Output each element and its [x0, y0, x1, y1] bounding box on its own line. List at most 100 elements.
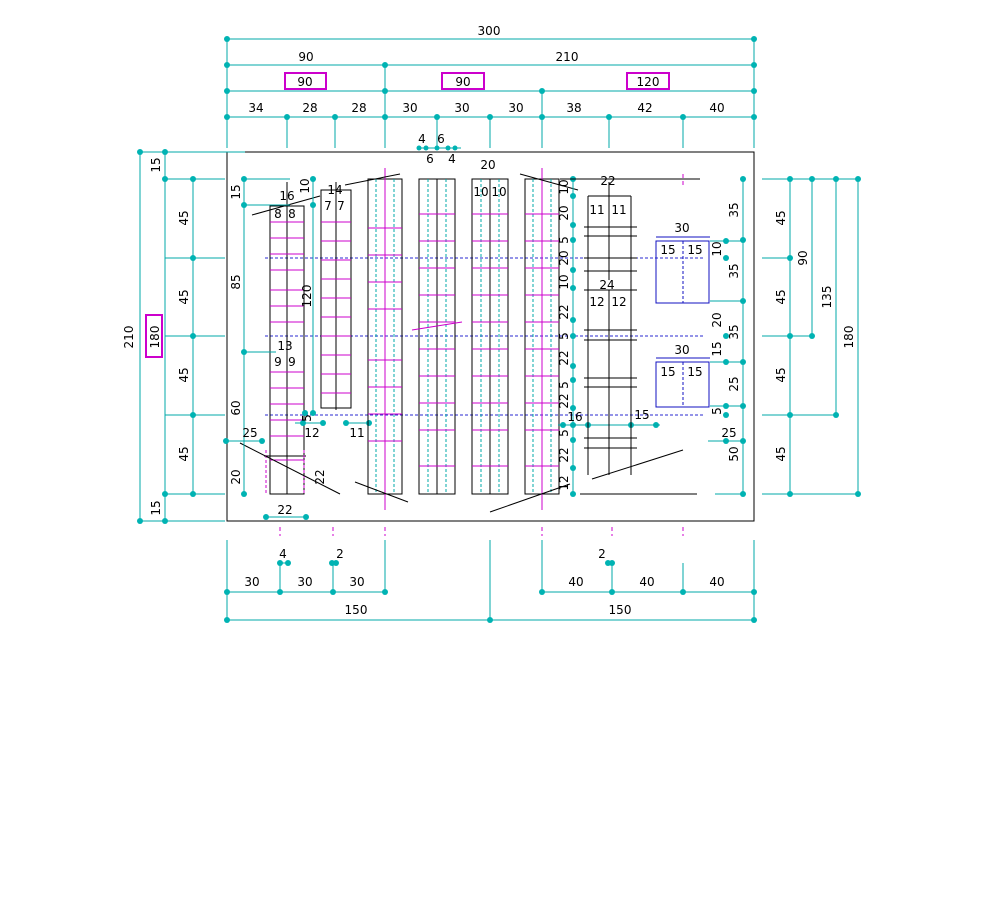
right-dimension-chain — [715, 178, 860, 495]
bottom-offset-label: 2 — [336, 547, 344, 561]
bottom-segment-label: 30 — [244, 575, 259, 589]
top-segment-label: 30 — [402, 101, 417, 115]
inset-upper-labels: 30 15 15 10 — [660, 221, 724, 257]
stack-label: 12 — [557, 475, 571, 490]
gap-label: 4 — [448, 152, 456, 166]
stack-label: 10 — [557, 274, 571, 289]
stack-label: 22 — [557, 393, 571, 408]
rebar-cage-two-labels: 14 7 7 11 — [324, 183, 364, 440]
left-chain-label: 45 — [177, 446, 191, 461]
beam-label: 22 — [600, 174, 615, 188]
column-gap-labels: 4 6 6 4 20 — [418, 132, 495, 172]
bottom-segment-label: 40 — [639, 575, 654, 589]
stack-label: 10 — [557, 179, 571, 194]
bottom-half-label: 150 — [609, 603, 632, 617]
top-dimension-nodes — [224, 36, 757, 120]
right-chain-label: 45 — [774, 289, 788, 304]
inset-label: 30 — [674, 343, 689, 357]
right-chain-label: 45 — [774, 367, 788, 382]
beam-label: 11 — [611, 203, 626, 217]
stack-label: 20 — [557, 250, 571, 265]
bottom-offset-label: 4 — [279, 547, 287, 561]
cage-label: 9 — [288, 355, 296, 369]
inset-label: 30 — [674, 221, 689, 235]
left-chain-label: 45 — [177, 367, 191, 382]
cage-label: 7 — [337, 199, 345, 213]
bottom-segment-label: 30 — [349, 575, 364, 589]
bottom-half-label: 150 — [345, 603, 368, 617]
inset-box-lower — [655, 333, 745, 444]
top-split-label: 210 — [556, 50, 579, 64]
stack-label: 5 — [557, 332, 571, 340]
right-stack-dims — [558, 176, 660, 497]
inset-label: 15 — [687, 243, 702, 257]
stack-label: 5 — [557, 429, 571, 437]
cage-label: 8 — [288, 207, 296, 221]
top-segment-label: 30 — [508, 101, 523, 115]
column-strip-five — [471, 178, 509, 495]
side-label: 15 — [710, 341, 724, 356]
stack-label: 22 — [557, 304, 571, 319]
left-chain-label: 45 — [177, 289, 191, 304]
right-chain-label: 45 — [774, 210, 788, 225]
top-segment-label: 28 — [302, 101, 317, 115]
gap-label: 4 — [418, 132, 426, 146]
left-boxed-label-frame — [145, 314, 163, 358]
cage-label: 7 — [324, 199, 332, 213]
top-split-label: 90 — [298, 50, 313, 64]
bottom-dimension-labels: 150 150 30 30 30 40 40 40 4 2 2 — [244, 547, 724, 617]
cage-label: 10 — [473, 185, 488, 199]
inset-label: 15 — [660, 243, 675, 257]
cage-label: 60 — [229, 400, 243, 415]
bottom-segment-label: 40 — [568, 575, 583, 589]
top-segment-label: 28 — [351, 101, 366, 115]
top-segment-label: 34 — [248, 101, 263, 115]
beam-label: 12 — [611, 295, 626, 309]
right-dimension-nodes — [740, 176, 861, 497]
stack-label: 16 — [567, 410, 582, 424]
left-overall-label: 210 — [122, 326, 136, 349]
stack-label: 15 — [634, 408, 649, 422]
inset-label: 15 — [687, 365, 702, 379]
stack-label: 22 — [557, 447, 571, 462]
top-boxed-label: 120 — [637, 75, 660, 89]
rebar-cage-one-dims — [223, 176, 372, 520]
right-inner-label: 35 — [727, 263, 741, 278]
stack-label: 22 — [557, 350, 571, 365]
right-span-label: 180 — [842, 326, 856, 349]
side-label: 20 — [710, 312, 724, 327]
right-dimension-labels: 45 45 45 45 90 135 180 35 35 35 50 — [727, 202, 856, 461]
stack-label: 20 — [557, 205, 571, 220]
rebar-cage-two — [320, 182, 352, 410]
plan-frame — [226, 151, 755, 522]
right-span-label: 90 — [796, 250, 810, 265]
cage-label: 13 — [277, 339, 292, 353]
column-strip-five-labels: 10 10 — [473, 185, 506, 199]
top-boxed-label: 90 — [455, 75, 470, 89]
top-dimension-labels: 300 90 210 90 90 120 34 28 28 30 30 30 3… — [248, 24, 724, 115]
cage-label: 85 — [229, 274, 243, 289]
gap-label: 6 — [437, 132, 445, 146]
inset-lower-labels: 30 15 15 5 — [660, 343, 724, 415]
beam-label: 24 — [599, 278, 614, 292]
top-dimension-chain — [226, 38, 755, 148]
right-inner-label: 35 — [727, 202, 741, 217]
beam-label: 12 — [589, 295, 604, 309]
cage-label: 22 — [313, 469, 327, 484]
cage-label: 120 — [300, 285, 314, 308]
cage-label: 11 — [349, 426, 364, 440]
rebar-cage-one-labels: 16 8 8 10 85 120 13 9 9 60 25 20 22 22 1… — [229, 178, 327, 517]
side-label: 25 — [721, 426, 736, 440]
top-segment-label: 42 — [637, 101, 652, 115]
top-boxed-label: 90 — [297, 75, 312, 89]
gap-label: 6 — [426, 152, 434, 166]
left-chain-label: 15 — [149, 500, 163, 515]
cage-label: 16 — [279, 189, 294, 203]
top-segment-label: 30 — [454, 101, 469, 115]
column-strip-three — [344, 168, 409, 510]
inset-label: 5 — [710, 407, 724, 415]
cage-label: 14 — [327, 183, 342, 197]
column-strip-six — [489, 168, 579, 513]
cage-label: 8 — [274, 207, 282, 221]
bottom-dimension-nodes — [224, 560, 757, 623]
